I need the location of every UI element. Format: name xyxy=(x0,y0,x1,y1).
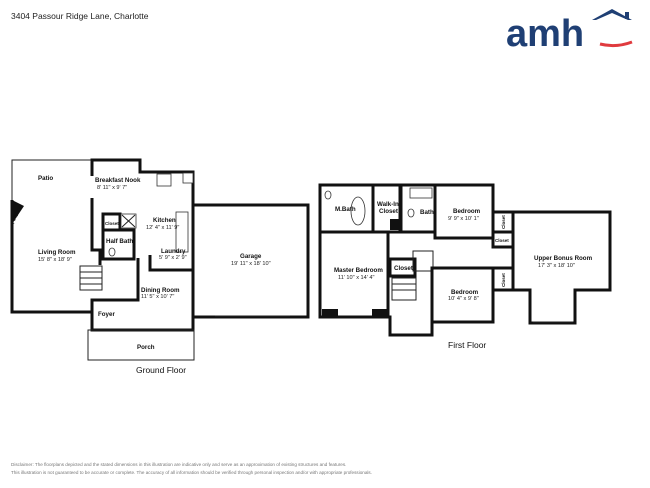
bath-toilet xyxy=(407,208,415,218)
dining-room-label: Dining Room xyxy=(141,287,180,294)
porch-outline xyxy=(87,329,195,361)
bedroom-2-dims: 10' 4" x 9' 8" xyxy=(448,296,479,302)
bedroom-2-walls xyxy=(430,266,495,324)
upper-bonus-room-dims: 17' 3" x 18' 10" xyxy=(538,263,575,269)
master-bedroom-furniture-right xyxy=(372,309,388,317)
ground-floor-plan: Patio Breakfast Nook 8' 11" x 9' 7" Fire… xyxy=(10,158,310,375)
refrigerator-icon xyxy=(182,172,194,184)
wardrobe-icon xyxy=(390,219,400,230)
closet-a-label: Closet xyxy=(501,215,506,229)
disclaimer-line-2: This illustration is not guaranteed to b… xyxy=(11,470,372,475)
amh-logo: amh xyxy=(506,9,633,54)
ground-floor-label: Ground Floor xyxy=(136,365,186,375)
closet-d-walls xyxy=(388,257,417,278)
master-bedroom-label: Master Bedroom xyxy=(334,267,383,274)
half-bath-toilet xyxy=(108,247,116,257)
master-bedroom-dims: 11' 10" x 14' 4" xyxy=(338,275,374,281)
bath-tub xyxy=(409,187,433,199)
upstairs-landing-stairs xyxy=(391,277,417,301)
bedroom-2-label: Bedroom xyxy=(451,289,479,296)
dining-room-dims: 11' 5" x 10' 7" xyxy=(141,294,174,300)
tub-icon xyxy=(350,196,366,226)
closet-b-label: Closet xyxy=(495,238,509,243)
garage-label: Garage xyxy=(240,253,262,260)
walk-in-closet-label: Closet xyxy=(379,208,398,215)
fireplace-label: Fireplace xyxy=(10,204,22,225)
laundry-walls xyxy=(148,255,193,272)
logo-wordmark: amh xyxy=(506,13,584,54)
patio-outline xyxy=(11,159,92,200)
hall-stairs xyxy=(412,250,434,272)
disclaimer-line-1: Disclaimer: The floorplans depicted and … xyxy=(11,462,347,467)
kitchen-dims: 12' 4" x 11' 9" xyxy=(146,225,179,231)
laundry-label: Laundry xyxy=(161,248,186,255)
kitchen-label: Kitchen xyxy=(153,217,176,224)
closet-label: Closet xyxy=(105,221,119,226)
bedroom-1-label: Bedroom xyxy=(453,208,481,215)
garage-dims: 19' 11" x 18' 10" xyxy=(231,261,271,267)
interior-wall xyxy=(90,198,102,265)
closet-c-label: Closet xyxy=(501,273,506,287)
patio-label: Patio xyxy=(38,175,53,182)
living-room-dims: 15' 8" x 18' 9" xyxy=(38,257,72,263)
living-room-walls xyxy=(10,200,92,314)
living-room-label: Living Room xyxy=(38,249,76,256)
house-roof-icon xyxy=(592,9,633,48)
master-bedroom-furniture-left xyxy=(322,309,338,317)
laundry-dims: 5' 9" x 2' 9" xyxy=(159,255,187,261)
m-bath-toilet xyxy=(324,190,332,200)
walk-in-label: Walk-In xyxy=(377,201,399,208)
upper-bonus-room-label: Upper Bonus Room xyxy=(534,255,593,262)
bedroom-1-dims: 9' 9" x 10' 1" xyxy=(448,216,479,222)
range-icon xyxy=(156,173,172,187)
half-bath-walls xyxy=(101,228,136,261)
first-floor-plan: M.Bath Walk-In Closet Bath Bedroom 9' 9"… xyxy=(318,183,612,350)
island-counter xyxy=(175,211,189,253)
property-address: 3404 Passour Ridge Lane, Charlotte xyxy=(11,11,149,21)
breakfast-nook-walls xyxy=(90,158,195,255)
closet-d-label: Closet xyxy=(394,265,413,272)
master-bedroom-walls xyxy=(318,230,390,319)
bath-label: Bath xyxy=(420,209,434,216)
upper-bonus-room-walls xyxy=(511,210,612,325)
m-bath-label: M.Bath xyxy=(335,206,356,213)
first-floor-label: First Floor xyxy=(448,340,486,350)
breakfast-nook-label: Breakfast Nook xyxy=(95,177,141,184)
garage-walls xyxy=(191,203,310,319)
breakfast-nook-dims: 8' 11" x 9' 7" xyxy=(97,185,127,191)
half-bath-label: Half Bath xyxy=(106,238,133,245)
fireplace-icon xyxy=(12,200,24,224)
foyer-label: Foyer xyxy=(98,311,115,318)
porch-label: Porch xyxy=(137,344,155,351)
